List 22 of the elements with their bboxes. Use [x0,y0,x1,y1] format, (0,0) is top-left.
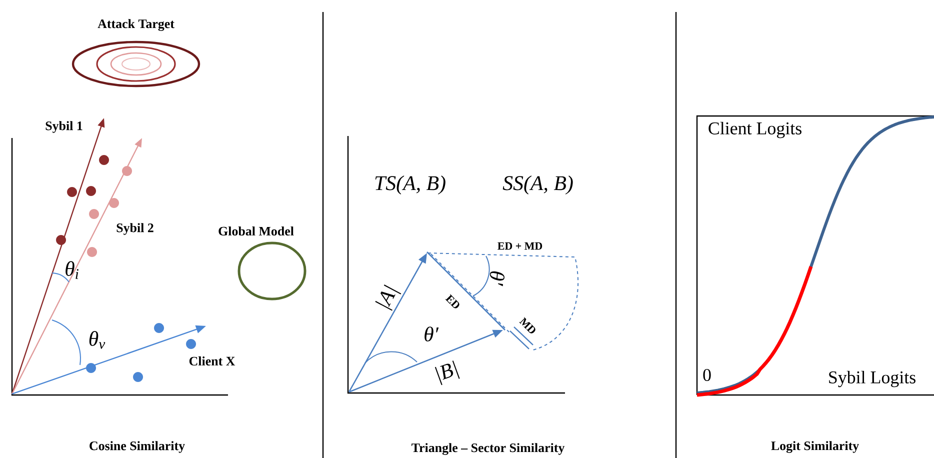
vector-label: |A| [375,284,402,311]
vector-label: Sybil 2 [116,223,154,235]
formula-label: SS(A, B) [502,176,573,194]
angle-label: θ$_{i}$ [66,261,78,279]
panel-caption: Cosine Similarity [90,441,185,453]
distance-label: MD [519,317,536,334]
panel-caption: Logit Similarity [771,441,859,453]
vector-label: Client X [189,356,236,366]
formula-label: TS(A, B) [375,176,446,194]
angle-label: θ$_{v}$ [89,331,106,349]
angle-label: θ′ [424,326,439,342]
distance-label: ED [445,294,460,308]
vector-label: Sybil 1 [46,121,82,133]
axis-label: Sybil Logits [829,370,916,388]
heading: Attack Target [98,19,174,31]
axis-label: 0 [703,368,711,382]
panel-caption: Triangle – Sector Similarity [412,443,565,455]
distance-label: ED + MD [498,242,542,250]
vector-label: |B| [434,360,460,386]
angle-label: θ′ [490,271,504,286]
heading: Global Model [218,226,294,236]
axis-label: Client Logits [708,122,802,138]
